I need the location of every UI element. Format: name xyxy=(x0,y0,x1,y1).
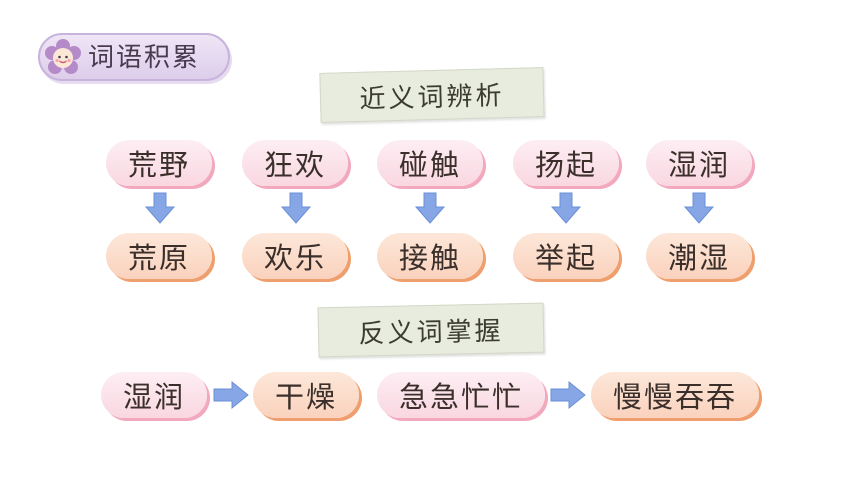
synonym-word-bottom-5: 潮湿 xyxy=(646,233,752,279)
synonym-word-top-4: 扬起 xyxy=(513,140,619,186)
antonym-section-title: 反义词掌握 xyxy=(317,302,545,358)
synonym-word-top-5: 湿润 xyxy=(646,140,752,186)
synonym-word-bottom-4: 举起 xyxy=(513,233,619,279)
antonym-word-right-2: 慢慢吞吞 xyxy=(591,372,759,418)
arrow-right-icon xyxy=(550,380,586,410)
antonym-word-left-1: 湿润 xyxy=(101,372,207,418)
synonym-word-top-1: 荒野 xyxy=(106,140,212,186)
synonym-word-bottom-2: 欢乐 xyxy=(242,233,348,279)
synonym-word-bottom-3: 接触 xyxy=(377,233,483,279)
arrow-down-icon xyxy=(683,192,715,224)
synonym-word-top-2: 狂欢 xyxy=(242,140,348,186)
flower-face-icon xyxy=(45,39,81,74)
arrow-down-icon xyxy=(550,192,582,224)
synonym-word-top-3: 碰触 xyxy=(377,140,483,186)
arrow-down-icon xyxy=(144,192,176,224)
antonym-word-left-2: 急急忙忙 xyxy=(377,372,545,418)
arrow-down-icon xyxy=(280,192,312,224)
antonym-word-right-1: 干燥 xyxy=(253,372,359,418)
arrow-right-icon xyxy=(213,380,249,410)
arrow-down-icon xyxy=(414,192,446,224)
synonym-section-title: 近义词辨析 xyxy=(319,67,545,123)
synonym-word-bottom-1: 荒原 xyxy=(106,233,212,279)
header-title: 词语积累 xyxy=(88,43,201,73)
